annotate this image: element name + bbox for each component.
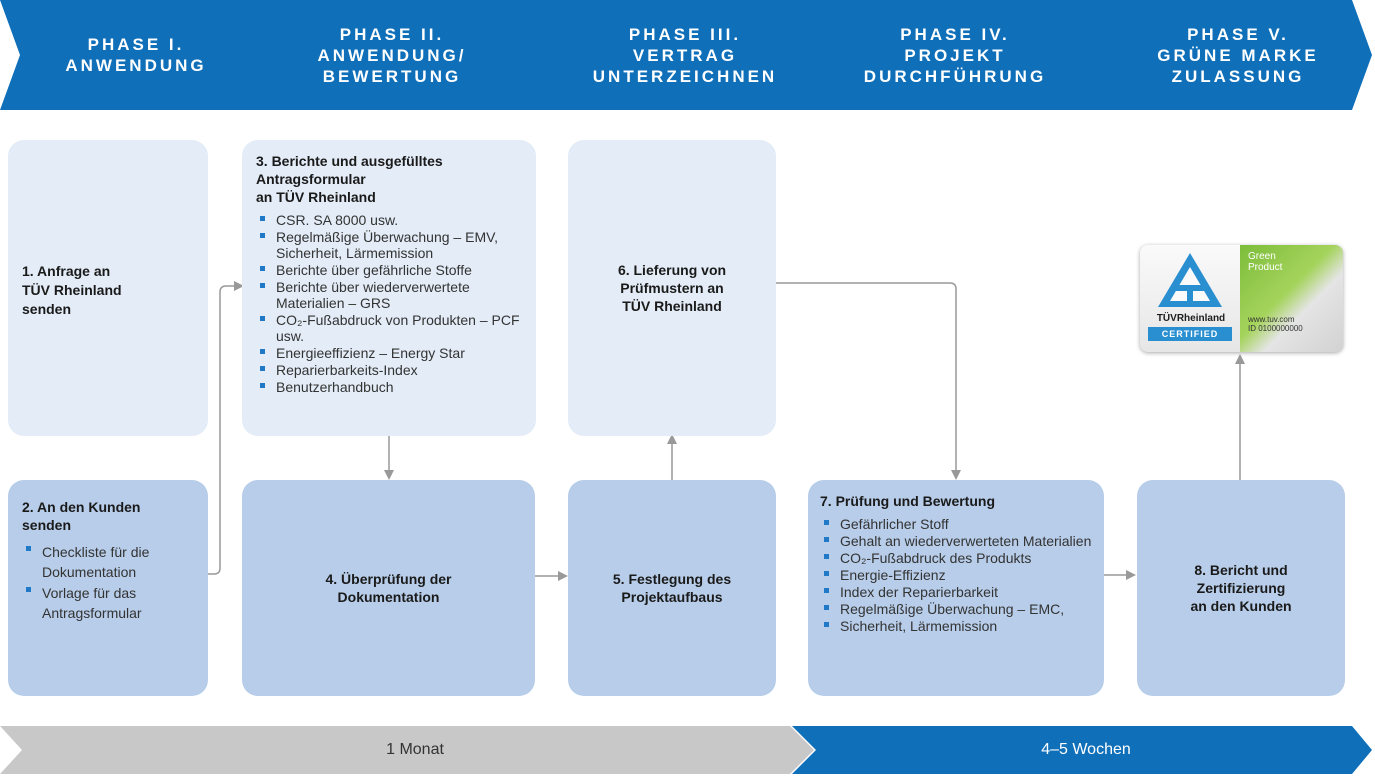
step-3-item: Reparierbarkeits-Index [256,362,526,378]
step-6-box: 6. Lieferung von Prüfmustern an TÜV Rhei… [568,140,776,436]
step-7-box: 7. Prüfung und Bewertung Gefährlicher St… [808,480,1104,696]
phase-5-label: PHASE V. GRÜNE MARKE ZULASSUNG [1157,24,1319,86]
timeline-second-label: 4–5 Wochen [1041,741,1131,758]
step-3-item: Berichte über gefährliche Stoffe [256,262,526,278]
phase-chevron-shape [0,0,1372,110]
step-7-item: CO₂-Fußabdruck des Produkts [820,550,1094,566]
step-7-item: Energie-Effizienz [820,567,1094,583]
timeline-first-label: 1 Monat [386,741,444,758]
timeline-blue-segment [792,726,1372,774]
step-7-item: Regelmäßige Überwachung – EMC, [820,601,1094,617]
step-7-item: Sicherheit, Lärmemission [820,618,1094,634]
step-7-item: Gefährlicher Stoff [820,516,1094,532]
phase-1-label: PHASE I. ANWENDUNG [65,35,207,75]
step-1-box: 1. Anfrage an TÜV Rheinland senden [8,140,208,436]
timeline-gray-segment [0,726,814,774]
step-7-list: Gefährlicher Stoff Gehalt an wiederverwe… [820,516,1094,634]
step-3-item: CSR. SA 8000 usw. [256,212,526,228]
step-2-list: Checkliste für die Dokumentation Vorlage… [22,542,198,623]
step-7-title: 7. Prüfung und Bewertung [820,493,995,509]
tuv-green-product-badge: TÜVRheinland CERTIFIED Green Product www… [1140,245,1343,352]
arrow-6-to-7 [776,282,961,480]
step-4-box: 4. Überprüfung der Dokumentation [242,480,535,696]
badge-brand: TÜVRheinland [1156,313,1226,324]
step-7-item: Index der Reparierbarkeit [820,584,1094,600]
step-2-box: 2. An den Kunden senden Checkliste für d… [8,480,208,696]
step-2-title: 2. An den Kunden senden [22,499,141,533]
badge-logo-panel: TÜVRheinland CERTIFIED [1140,245,1240,352]
phase-header: PHASE I. ANWENDUNG PHASE II. ANWENDUNG/ … [0,0,1375,110]
phase-3-label: PHASE III. VERTRAG UNTERZEICHNEN [592,24,778,86]
step-3-box: 3. Berichte und ausgefülltes Antragsform… [242,140,536,436]
timeline-bar [0,726,1372,774]
step-5-box: 5. Festlegung des Projektaufbaus [568,480,776,696]
badge-green-panel: Green Product www.tuv.com ID 0100000000 [1240,245,1343,352]
step-3-item: Berichte über wiederverwertete Materiali… [256,279,526,311]
arrow-2-to-3 [208,281,244,575]
badge-green-product: Green Product [1248,251,1283,273]
step-1-title: 1. Anfrage an TÜV Rheinland senden [22,263,122,317]
step-5-title: 5. Festlegung des Projektaufbaus [612,571,732,605]
step-6-title: 6. Lieferung von Prüfmustern an TÜV Rhei… [617,262,727,314]
badge-certified: CERTIFIED [1148,327,1232,341]
step-7-item: Gehalt an wiederverwerteten Materialien [820,533,1094,549]
step-2-item: Checkliste für die Dokumentation [22,542,198,582]
step-3-item: Benutzerhandbuch [256,379,526,395]
badge-website: www.tuv.com [1248,315,1295,324]
phase-2-label: PHASE II. ANWENDUNG/ BEWERTUNG [317,24,467,86]
phase-chevron-bar [0,0,1372,110]
step-3-list: CSR. SA 8000 usw. Regelmäßige Überwachun… [256,212,526,395]
step-3-item: CO₂-Fußabdruck von Produkten – PCF usw. [256,312,526,344]
step-3-item: Regelmäßige Überwachung – EMV, Sicherhei… [256,229,526,261]
phase-4-label: PHASE IV. PROJEKT DURCHFÜHRUNG [863,24,1047,86]
step-8-box: 8. Bericht und Zertifizierung an den Kun… [1137,480,1345,696]
step-8-title: 8. Bericht und Zertifizierung an den Kun… [1190,562,1292,614]
step-3-item: Energieeffizienz – Energy Star [256,345,526,361]
step-4-title: 4. Überprüfung der Dokumentation [325,571,452,605]
tuv-triangle-icon [1158,253,1222,307]
step-2-item: Vorlage für das Antragsformular [22,583,198,623]
step-3-title: 3. Berichte und ausgefülltes Antragsform… [256,153,443,205]
badge-id: ID 0100000000 [1248,324,1303,333]
